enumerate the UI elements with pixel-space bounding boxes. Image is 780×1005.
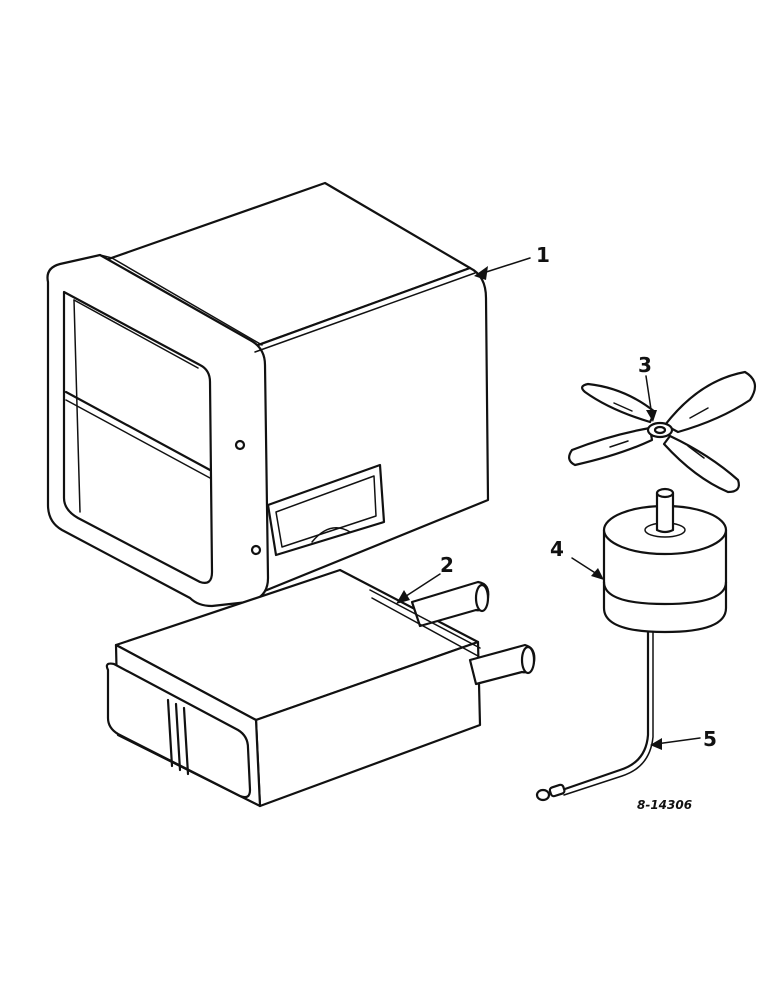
heater-core — [105, 568, 536, 808]
heater-housing — [46, 181, 490, 608]
callout-3-label: 3 — [638, 353, 652, 377]
motor-lead-wire — [535, 630, 654, 802]
drawing-number: 8-14306 — [637, 798, 692, 812]
callout-4: 4 — [550, 537, 604, 580]
callout-5: 5 — [650, 727, 717, 751]
callout-3: 3 — [638, 353, 657, 422]
callout-1-label: 1 — [536, 243, 550, 267]
callout-2: 2 — [396, 553, 454, 604]
callout-1: 1 — [474, 243, 550, 280]
callout-5-label: 5 — [703, 727, 717, 751]
callout-2-label: 2 — [440, 553, 454, 577]
callout-4-label: 4 — [550, 537, 564, 561]
fan-blade — [568, 370, 757, 494]
blower-motor — [602, 487, 728, 634]
